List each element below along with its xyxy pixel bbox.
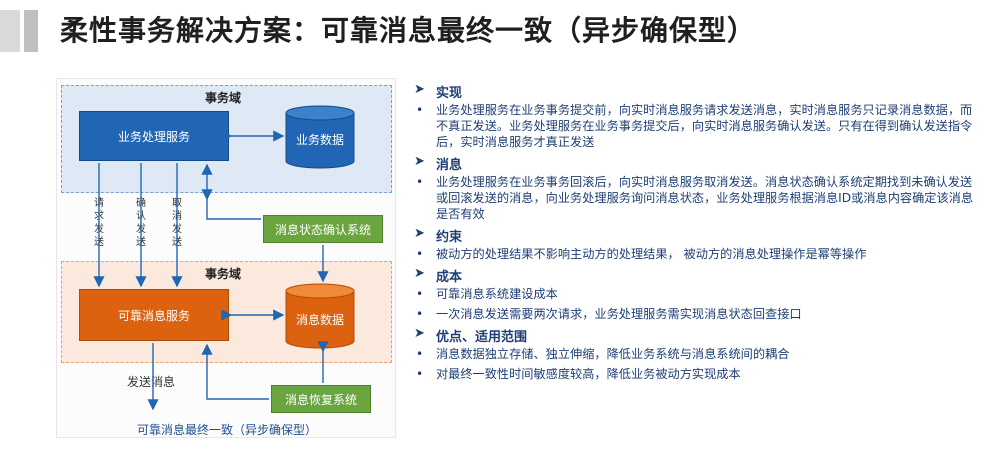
bullet-item: •一次消息发送需要两次请求，业务处理服务需实现消息状态回查接口 [416, 307, 802, 321]
business-data-label: 业务数据 [295, 133, 344, 147]
section-heading: 消息 [436, 158, 463, 173]
bullet-item: •对最终一致性时间敏感度较高，降低业务被动方实现成本 [416, 367, 741, 381]
chevron-right-icon: ➤ [414, 226, 425, 241]
status-confirm-box: 消息状态确认系统 [263, 215, 383, 243]
architecture-diagram: 事务域 事务域 业务处理服务 业务数据 消息状态确认系统 可靠消息服务 消息数据… [56, 78, 396, 438]
page-title: 柔性事务解决方案：可靠消息最终一致（异步确保型） [60, 14, 757, 47]
section-implementation: ➤ 实现 •业务处理服务在业务事务提交前，向实时消息服务请求发送消息，实时消息服务… [414, 82, 980, 150]
chevron-right-icon: ➤ [414, 82, 425, 97]
bullet-item: •被动方的处理结果不影响主动方的处理结果， 被动方的消息处理操作是幂等操作 [416, 247, 867, 261]
reliable-message-service-box: 可靠消息服务 [79, 289, 229, 341]
diagram-arrows [93, 130, 329, 411]
bullet-item: •可靠消息系统建设成本 [416, 287, 558, 301]
business-data-cylinder: 业务数据 [285, 105, 355, 169]
recovery-box: 消息恢复系统 [271, 385, 371, 413]
diagram-caption: 可靠消息最终一致（异步确保型） [136, 423, 317, 437]
chevron-right-icon: ➤ [414, 266, 425, 281]
title-decoration [0, 10, 20, 52]
domain-label-top: 事务域 [205, 91, 242, 105]
message-data-cylinder: 消息数据 [285, 283, 355, 349]
chevron-right-icon: ➤ [414, 326, 425, 341]
send-message-label: 发送消息 [127, 375, 176, 389]
bullet-item: •消息数据独立存储、独立伸缩，降低业务系统与消息系统间的耦合 [416, 347, 790, 361]
domain-label-bottom: 事务域 [205, 267, 242, 281]
bullet-item: •业务处理服务在业务事务回滚后，向实时消息服务取消发送。消息状态确认系统定期找到… [416, 175, 974, 221]
title-decoration-2 [24, 10, 38, 52]
bullet-item: •业务处理服务在业务事务提交前，向实时消息服务请求发送消息，实时消息服务只记录消… [416, 103, 973, 149]
section-heading: 优点、适用范围 [436, 330, 528, 345]
section-heading: 约束 [436, 230, 463, 245]
section-message: ➤ 消息 •业务处理服务在业务事务回滚后，向实时消息服务取消发送。消息状态确认系统… [414, 154, 980, 222]
explanation-panel: ➤ 实现 •业务处理服务在业务事务提交前，向实时消息服务请求发送消息，实时消息服务… [414, 80, 980, 386]
title-bar: 柔性事务解决方案：可靠消息最终一致（异步确保型） [0, 0, 987, 62]
business-service-box: 业务处理服务 [79, 111, 229, 161]
section-cost: ➤ 成本 •可靠消息系统建设成本 •一次消息发送需要两次请求，业务处理服务需实现消… [414, 266, 980, 322]
chevron-right-icon: ➤ [414, 154, 425, 169]
section-heading: 成本 [436, 270, 463, 285]
section-advantages: ➤优点、适用范围 •消息数据独立存储、独立伸缩，降低业务系统与消息系统间的耦合 … [414, 326, 980, 382]
message-data-label: 消息数据 [295, 313, 344, 327]
section-constraint: ➤ 约束 •被动方的处理结果不影响主动方的处理结果， 被动方的消息处理操作是幂等操… [414, 226, 980, 262]
section-heading: 实现 [436, 86, 463, 101]
